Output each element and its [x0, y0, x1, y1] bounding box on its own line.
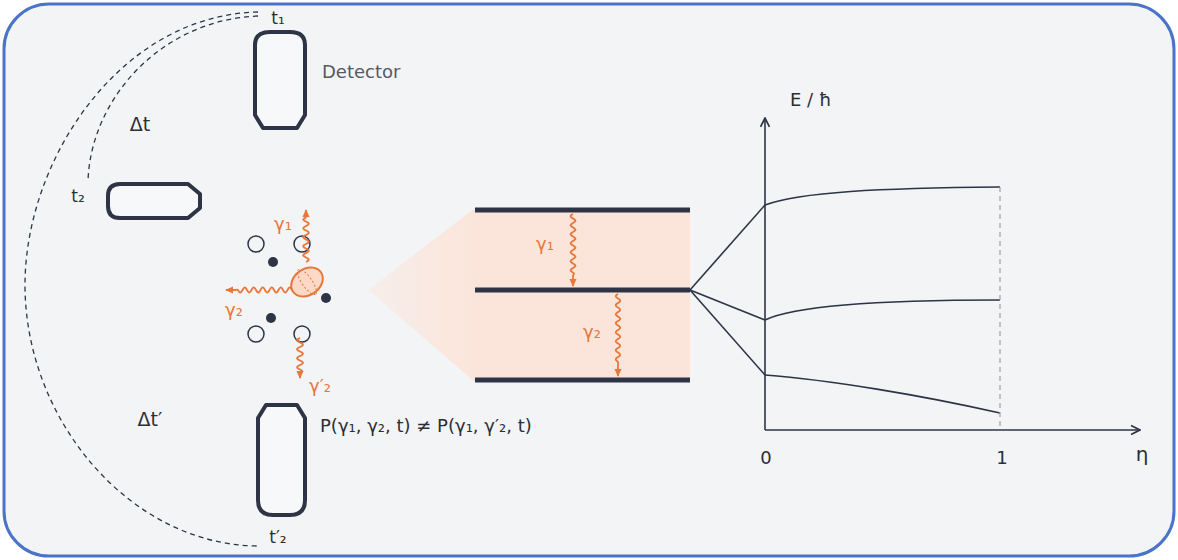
x-axis [765, 429, 1140, 431]
level-band [475, 210, 690, 380]
photon-label: γ′₂ [309, 376, 331, 397]
time-label: t₂ [71, 187, 84, 207]
photon-label: γ₂ [225, 300, 243, 321]
time-label: t₁ [271, 9, 284, 29]
photon-label: γ₁ [274, 214, 292, 235]
tick-label: 0 [760, 448, 771, 469]
detector [255, 32, 305, 128]
photon-group [226, 210, 620, 378]
detector-label: Detector [322, 62, 400, 83]
ion [294, 267, 319, 297]
interval-label: Δt [130, 114, 150, 136]
trap-rods [266, 257, 331, 323]
energy-level [475, 210, 690, 380]
photon-label: γ₂ [583, 322, 601, 343]
photon-arrow [616, 294, 621, 376]
photon-arrow [297, 338, 303, 378]
timing-arc [25, 12, 258, 546]
frame [4, 4, 1174, 556]
axis-label: η [1136, 443, 1149, 466]
guide-line [999, 187, 1000, 430]
photon-arrow [303, 210, 309, 262]
ion [286, 262, 329, 303]
tick-label: 1 [996, 448, 1007, 469]
level-curves [690, 187, 1000, 413]
time-label: t′₂ [269, 528, 286, 548]
detector [108, 184, 200, 218]
photon-label: γ₁ [536, 234, 554, 255]
axis-label: E / ħ [790, 90, 831, 111]
level-fan [368, 208, 475, 382]
detector [258, 405, 305, 515]
photon-arrow [571, 214, 576, 286]
timing-arc [88, 16, 258, 182]
photon-arrow [226, 287, 292, 292]
y-axis [764, 118, 766, 430]
interval-label: Δt′ [138, 409, 163, 431]
probability-formula: P(γ₁, γ₂, t) ≠ P(γ₁, γ′₂, t) [320, 416, 532, 437]
